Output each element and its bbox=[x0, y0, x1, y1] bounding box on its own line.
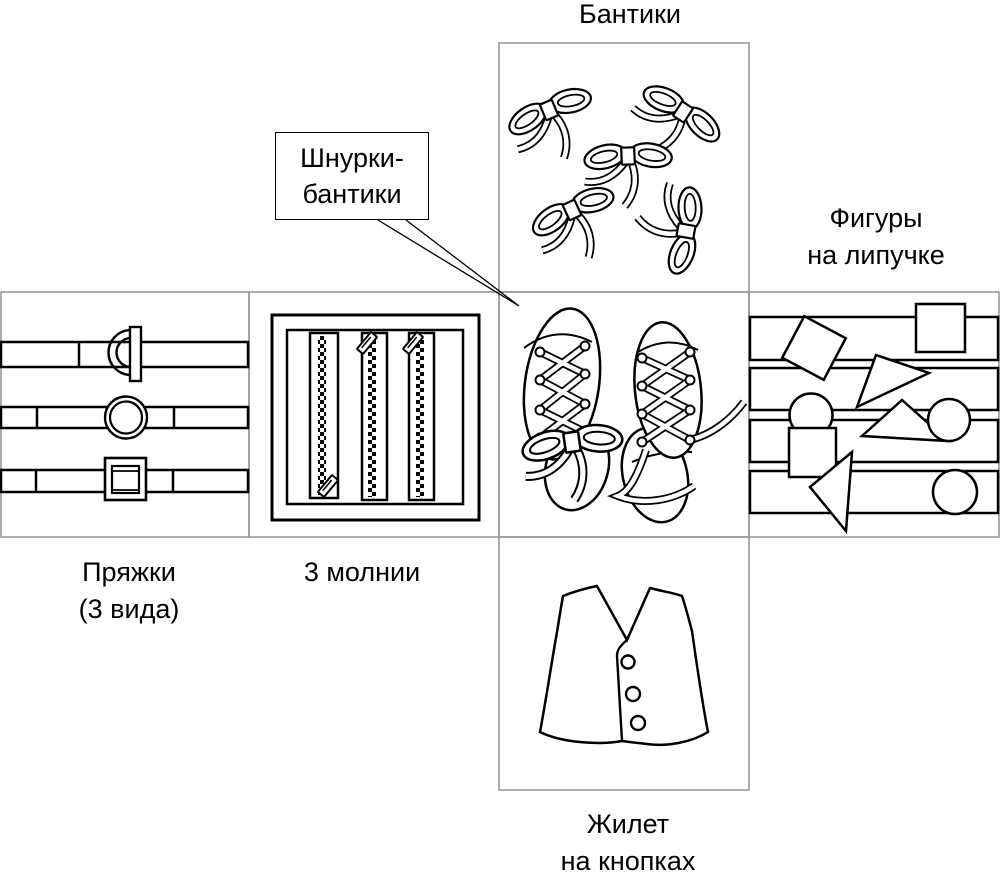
bows-label: Бантики bbox=[579, 0, 681, 29]
bows-illustration bbox=[501, 74, 730, 279]
bow-5 bbox=[629, 177, 710, 279]
shape-circle-2 bbox=[926, 397, 972, 443]
shape-rectangle bbox=[787, 426, 838, 479]
belts-illustration bbox=[0, 325, 250, 502]
dring-bar bbox=[128, 325, 143, 383]
shape-triangle-1 bbox=[854, 353, 933, 410]
vest-label: Жилет на кнопках bbox=[560, 809, 696, 875]
snap-button-2 bbox=[624, 685, 642, 703]
shape-circle-3 bbox=[931, 468, 979, 516]
velcro-shapes-illustration bbox=[748, 302, 1000, 535]
belt-dring bbox=[0, 340, 250, 369]
left-shoe bbox=[515, 307, 633, 512]
laces-callout: Шнурки- бантики bbox=[275, 132, 429, 220]
shape-triangle-2 bbox=[858, 398, 952, 443]
velcro-label: Фигуры на липучке bbox=[807, 203, 945, 270]
panel-velcro-border bbox=[748, 291, 1000, 538]
snap-button-3 bbox=[629, 714, 647, 732]
shape-square bbox=[914, 302, 967, 354]
snap-button-1 bbox=[620, 654, 636, 670]
callout-pointer-lines bbox=[377, 219, 520, 307]
zippers-label: 3 молнии bbox=[303, 557, 421, 587]
panel-vest-border bbox=[498, 536, 750, 791]
ring-buckle bbox=[103, 395, 149, 440]
shoes-illustration bbox=[515, 307, 748, 524]
buckles-label: Пряжки (3 вида) bbox=[78, 557, 180, 624]
zippers-illustration bbox=[270, 313, 481, 522]
bow-4 bbox=[524, 176, 635, 274]
panel-borders bbox=[0, 42, 1000, 791]
right-shoe bbox=[607, 321, 748, 524]
shape-triangle-3 bbox=[808, 449, 854, 535]
vest-illustration bbox=[538, 584, 710, 747]
shape-rotated-square bbox=[780, 314, 848, 382]
